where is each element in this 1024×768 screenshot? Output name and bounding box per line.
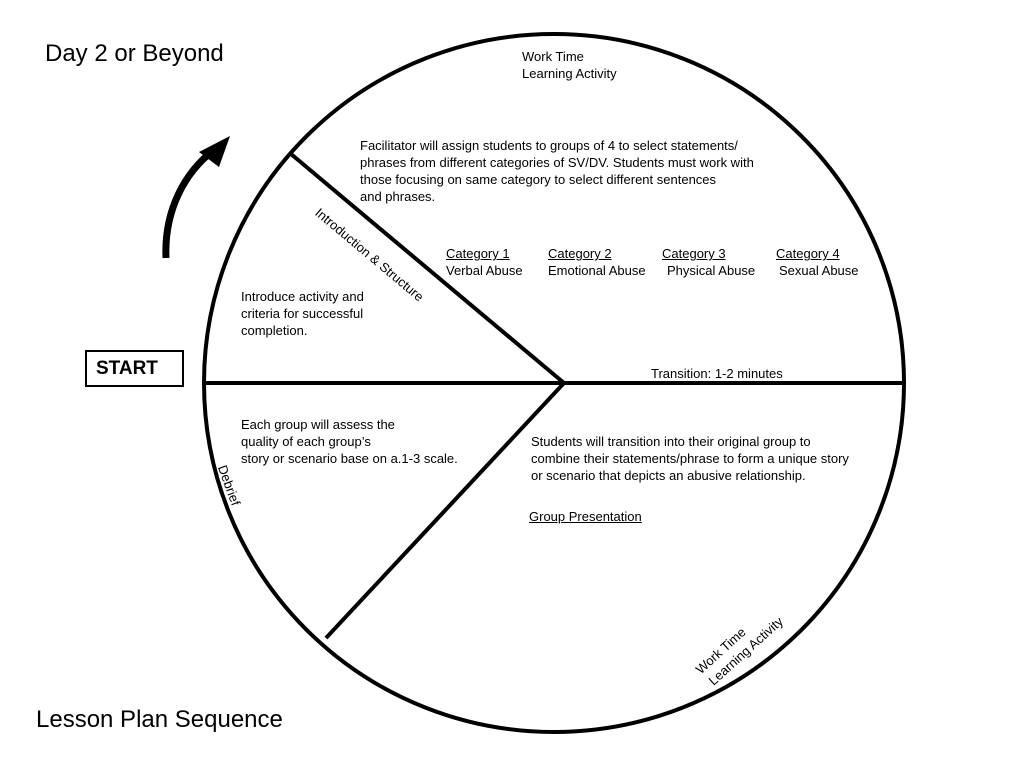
group-presentation-label: Group Presentation xyxy=(529,509,642,524)
assess-text: Each group will assess the quality of ea… xyxy=(241,417,458,466)
category-4: Category 4 Sexual Abuse xyxy=(776,246,859,278)
category-3: Category 3 Physical Abuse xyxy=(662,246,756,278)
category-1: Category 1 Verbal Abuse xyxy=(446,246,523,278)
intro-text: Introduce activity and criteria for succ… xyxy=(241,289,364,338)
page-title: Day 2 or Beyond xyxy=(45,40,224,67)
transition-label: Transition: 1-2 minutes xyxy=(651,366,783,381)
category-2: Category 2 Emotional Abuse xyxy=(548,246,646,278)
footer-title: Lesson Plan Sequence xyxy=(36,706,283,733)
start-label: START xyxy=(85,350,184,387)
curved-arrow-icon xyxy=(162,136,230,259)
debrief-divider xyxy=(324,381,566,640)
work-time-top-label: Work Time Learning Activity xyxy=(522,49,617,81)
intro-divider xyxy=(289,152,566,385)
facilitator-text: Facilitator will assign students to grou… xyxy=(360,138,754,204)
transition-students-text: Students will transition into their orig… xyxy=(531,434,849,483)
